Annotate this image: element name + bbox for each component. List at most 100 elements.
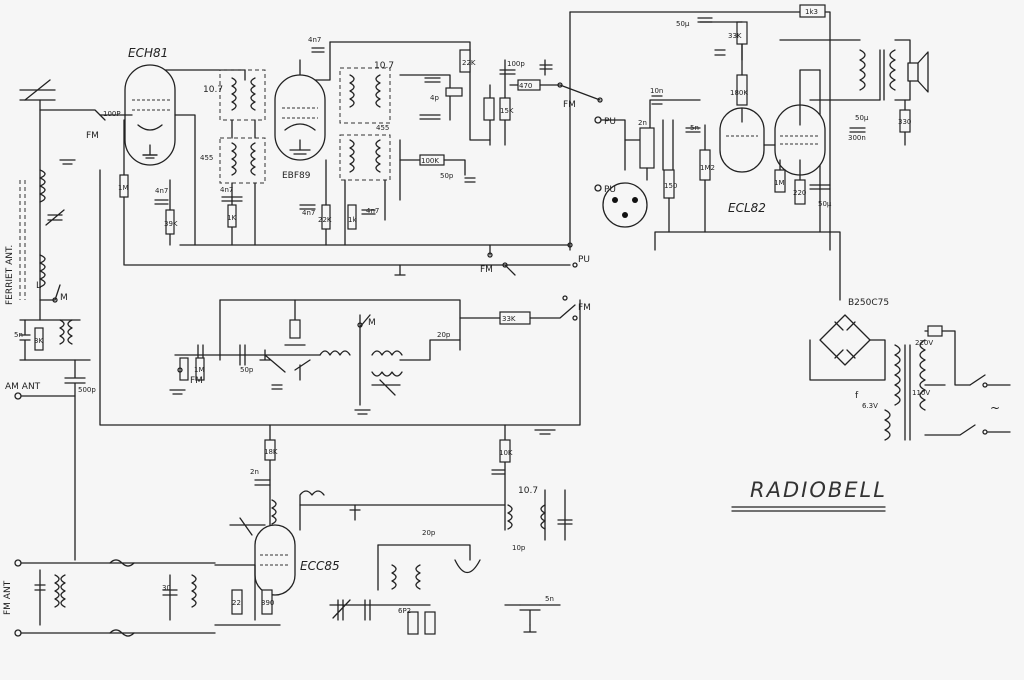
label-fm-2: FM xyxy=(190,376,203,386)
detector-block xyxy=(483,59,603,146)
am-oscillator xyxy=(174,299,576,406)
label-30: 30 xyxy=(162,584,171,592)
label-110v: 110V xyxy=(912,389,930,397)
label-4p: 4p xyxy=(430,94,439,102)
label-10n: 10n xyxy=(650,87,663,95)
if-transformers-2 xyxy=(339,49,476,246)
label-fm-5: FM xyxy=(563,100,576,110)
label-3k: 3K xyxy=(34,337,43,345)
label-39k: 39K xyxy=(164,220,178,228)
label-220: 220 xyxy=(793,189,806,197)
label-am-ant: AM ANT xyxy=(5,382,41,392)
label-2n-b: 2n xyxy=(250,468,259,476)
label-33k-a: 33K xyxy=(502,315,516,323)
label-m-1: M xyxy=(60,293,68,303)
label-l: L xyxy=(36,281,41,291)
label-m-2: M xyxy=(368,318,376,328)
label-10k: 10K xyxy=(499,449,513,457)
label-180k: 180K xyxy=(730,89,748,97)
label-ecc85: ECC85 xyxy=(300,559,340,573)
label-2n-a: 2n xyxy=(638,119,647,127)
tube-ech81 xyxy=(99,64,246,266)
label-pu-3: PU xyxy=(578,255,590,265)
rails xyxy=(99,11,841,426)
label-100p-a: 100P xyxy=(103,110,121,118)
band-switches xyxy=(177,242,578,373)
label-ecl82: ECL82 xyxy=(728,201,766,215)
power-supply xyxy=(809,314,1011,441)
ground-symbols xyxy=(59,149,556,633)
label-33k-b: 33K xyxy=(728,32,742,40)
label-5n-a: 5n xyxy=(14,331,23,339)
label-22k-b: 22K xyxy=(462,59,476,67)
label-300n: 300n xyxy=(848,134,866,142)
label-ebf89: EBF89 xyxy=(282,171,311,181)
label-455-b: 455 xyxy=(376,124,389,132)
label-1m-c: 1M xyxy=(194,366,205,374)
label-5n-b: 5n xyxy=(690,124,699,132)
brand-underline xyxy=(731,506,886,512)
label-10p: 10p xyxy=(512,544,526,552)
label-100p-b: 100p xyxy=(507,60,525,68)
label-50u-a: 50µ xyxy=(676,20,690,28)
if-transformers-1 xyxy=(219,69,266,246)
label-4n7-a: 4n7 xyxy=(308,36,321,44)
label-20p-a: 20p xyxy=(437,331,451,339)
labels: ECH81 EBF89 ECL82 ECC85 B250C75 RADIOBEL… xyxy=(3,8,1000,615)
label-ferrite-ant: FERRIET ANT. xyxy=(5,245,15,305)
label-1k-b: 1k xyxy=(348,216,357,224)
label-50u-b: 50µ xyxy=(855,114,869,122)
label-20p-b: 20p xyxy=(422,529,436,537)
tube-ecl82 xyxy=(697,17,831,205)
label-rectifier: B250C75 xyxy=(848,298,889,308)
label-10-7-c: 10.7 xyxy=(518,486,538,496)
label-470: 470 xyxy=(519,82,532,90)
label-fm-1: FM xyxy=(86,131,99,141)
tube-ebf89 xyxy=(274,41,331,246)
label-4n7-e: 4n7 xyxy=(366,207,379,215)
label-pu-2: PU xyxy=(604,185,616,195)
label-6-3v: 6.3V xyxy=(862,402,878,410)
label-6p2: 6P2 xyxy=(398,607,411,615)
label-390: 390 xyxy=(261,599,274,607)
label-brand: RADIOBELL xyxy=(750,478,887,502)
label-15k: 15K xyxy=(500,107,514,115)
label-f: f xyxy=(855,391,859,401)
label-fm-3: FM xyxy=(480,265,493,275)
label-455-a: 455 xyxy=(200,154,213,162)
label-4n7-d: 4n7 xyxy=(302,209,315,217)
label-1m-b: 1M xyxy=(774,179,785,187)
label-pu-1: PU xyxy=(604,117,616,127)
label-50u-c: 50µ xyxy=(818,200,832,208)
ferrite-antenna-section xyxy=(14,79,106,561)
label-50p-b: 50p xyxy=(240,366,254,374)
label-10-7-b: 10.7 xyxy=(374,61,394,71)
output-stage xyxy=(779,4,929,146)
label-4n7-c: 4n7 xyxy=(220,186,233,194)
fm-antenna-section xyxy=(14,559,216,637)
volume-pu-section xyxy=(594,95,711,233)
label-5n-c: 5n xyxy=(545,595,554,603)
label-18k: 18K xyxy=(264,448,278,456)
label-ech81: ECH81 xyxy=(128,46,168,60)
label-50p-a: 50p xyxy=(440,172,454,180)
label-ac: ~ xyxy=(990,401,1000,415)
label-150: 150 xyxy=(664,182,677,190)
label-100k: 100K xyxy=(421,157,439,165)
label-4n7-b: 4n7 xyxy=(155,187,168,195)
label-1m: 1M xyxy=(118,184,129,192)
label-1k: 1K xyxy=(227,214,236,222)
label-22k: 22K xyxy=(318,216,332,224)
label-500p: 500p xyxy=(78,386,96,394)
label-1k3: 1k3 xyxy=(805,8,818,16)
label-10-7-a: 10.7 xyxy=(203,85,223,95)
label-220v: 220V xyxy=(915,339,933,347)
label-fm-ant: FM ANT xyxy=(3,580,13,615)
label-fm-4: FM xyxy=(578,303,591,313)
label-1m2: 1M2 xyxy=(700,164,715,172)
tube-ecc85 xyxy=(214,424,573,635)
label-22: 22 xyxy=(232,599,241,607)
label-330: 330 xyxy=(898,118,911,126)
